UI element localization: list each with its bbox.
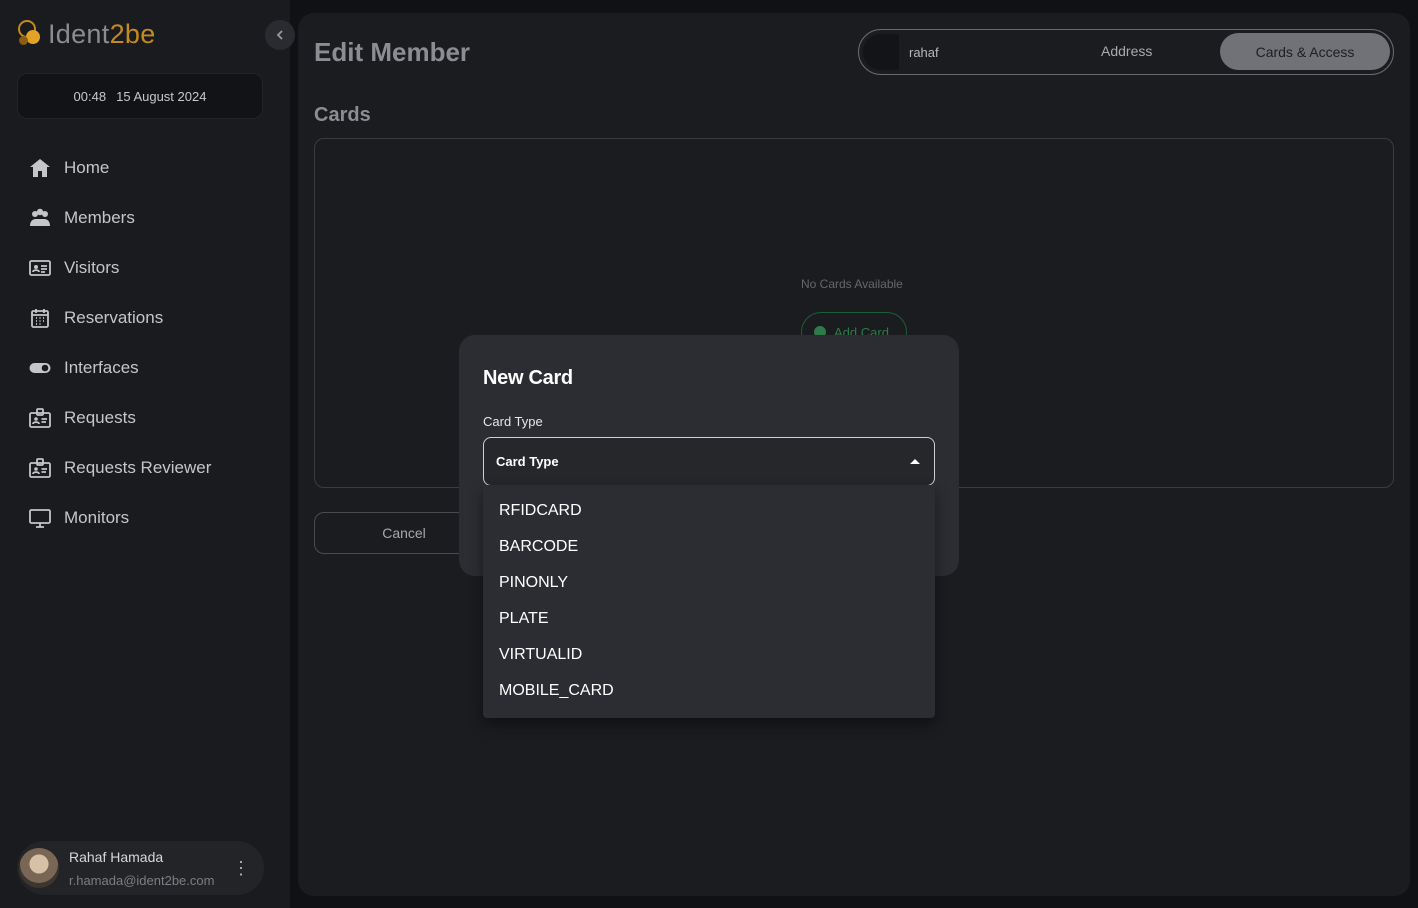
user-profile-card[interactable]: Rahaf Hamada r.hamada@ident2be.com ⋮ <box>17 841 264 895</box>
option-rfidcard[interactable]: RFIDCARD <box>499 502 582 519</box>
monitor-icon <box>27 505 53 531</box>
sidebar-item-home[interactable]: Home <box>0 143 290 193</box>
section-title: Cards <box>314 104 371 126</box>
logo-text: Ident <box>48 18 110 49</box>
sidebar-item-label: Requests Reviewer <box>64 458 212 477</box>
id-card-icon <box>27 255 53 281</box>
sidebar-item-label: Requests <box>64 408 136 427</box>
sidebar-item-label: Home <box>64 158 110 177</box>
collapse-sidebar-button[interactable] <box>265 20 295 50</box>
user-name: Rahaf Hamada <box>69 848 164 865</box>
card-type-label: Card Type <box>483 414 543 429</box>
sidebar-item-label: Members <box>64 208 135 227</box>
sidebar-item-requests-reviewer[interactable]: Requests Reviewer <box>0 443 290 493</box>
chevron-left-icon <box>276 30 283 40</box>
clock-display: 00:48 15 August 2024 <box>17 73 263 119</box>
calendar-icon <box>27 305 53 331</box>
sidebar-item-label: Reservations <box>64 308 164 327</box>
sidebar-item-monitors[interactable]: Monitors <box>0 493 290 543</box>
avatar <box>19 848 59 888</box>
option-plate[interactable]: PLATE <box>499 610 549 627</box>
clock-date: 15 August 2024 <box>116 88 207 104</box>
badge-icon <box>27 405 53 431</box>
caret-up-icon <box>910 459 920 464</box>
sidebar-item-visitors[interactable]: Visitors <box>0 243 290 293</box>
sidebar-item-label: Monitors <box>64 508 130 527</box>
sidebar-item-label: Visitors <box>64 258 120 277</box>
sidebar: Ident2be 00:48 15 August 2024 Home Membe… <box>0 0 295 908</box>
user-tab-swatch <box>863 34 899 70</box>
tab-user[interactable]: rahaf <box>863 34 1053 70</box>
logo-text-accent: 2be <box>109 18 156 49</box>
tab-user-label: rahaf <box>909 44 939 60</box>
sidebar-item-interfaces[interactable]: Interfaces <box>0 343 290 393</box>
sidebar-nav: Home Members Visitors Reservations Inter… <box>0 143 290 543</box>
logo-icon <box>16 18 48 50</box>
sidebar-item-members[interactable]: Members <box>0 193 290 243</box>
option-barcode[interactable]: BARCODE <box>499 538 579 555</box>
app-logo[interactable]: Ident2be <box>16 16 156 52</box>
tab-cards-access[interactable]: Cards & Access <box>1220 33 1390 70</box>
sidebar-item-label: Interfaces <box>64 358 139 377</box>
option-pinonly[interactable]: PINONLY <box>499 574 569 591</box>
user-email: r.hamada@ident2be.com <box>69 872 215 888</box>
badge-icon <box>27 455 53 481</box>
tab-address[interactable]: Address <box>1101 43 1153 59</box>
card-type-dropdown: RFIDCARD BARCODE PINONLY PLATE VIRTUALID… <box>483 485 935 718</box>
members-icon <box>27 205 53 231</box>
page-title: Edit Member <box>314 37 471 67</box>
sidebar-item-reservations[interactable]: Reservations <box>0 293 290 343</box>
member-tabs: rahaf Address Cards & Access <box>858 29 1394 75</box>
toggle-icon <box>27 355 53 381</box>
option-virtualid[interactable]: VIRTUALID <box>499 646 583 663</box>
more-vertical-icon[interactable]: ⋮ <box>232 858 250 878</box>
home-icon <box>27 155 53 181</box>
option-mobile-card[interactable]: MOBILE_CARD <box>499 682 614 699</box>
clock-time: 00:48 <box>73 88 107 104</box>
main-content: Edit Member rahaf Address Cards & Access… <box>298 13 1410 896</box>
card-type-select[interactable]: Card Type <box>483 437 935 486</box>
card-type-select-value: Card Type <box>496 454 559 469</box>
empty-state-text: No Cards Available <box>801 277 903 291</box>
sidebar-item-requests[interactable]: Requests <box>0 393 290 443</box>
modal-title: New Card <box>483 367 573 389</box>
